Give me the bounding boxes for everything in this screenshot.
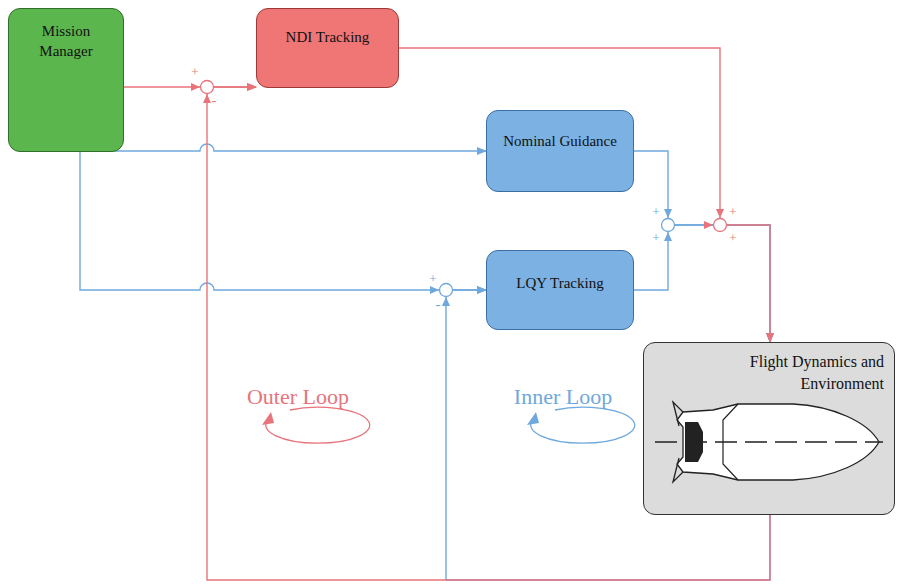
junction-arrowhead xyxy=(430,286,439,294)
guidance-box: Nominal Guidance xyxy=(486,110,634,192)
sign-label: + xyxy=(729,204,736,220)
junction-arrowhead xyxy=(664,209,672,218)
junction-arrowhead xyxy=(442,297,450,306)
junction-arrowhead xyxy=(203,94,211,103)
sign-label: + xyxy=(191,64,198,80)
loop-arc xyxy=(266,407,370,443)
sign-label: - xyxy=(436,296,441,313)
node-label: Mission Manager xyxy=(17,21,115,62)
signal-connector xyxy=(634,151,770,342)
junction-arrowhead xyxy=(704,221,713,229)
loop-arrowhead xyxy=(527,412,539,425)
summing-junction xyxy=(440,284,453,297)
junction-arrowhead xyxy=(716,209,724,218)
loop-label: Outer Loop xyxy=(247,384,349,410)
junction-arrowhead xyxy=(191,83,200,91)
tracking-box: LQY Tracking xyxy=(486,250,634,330)
sign-label: + xyxy=(729,230,736,246)
node-label: LQY Tracking xyxy=(495,273,625,293)
junction-arrowhead xyxy=(664,232,672,241)
signal-connector xyxy=(80,152,486,290)
sign-label: + xyxy=(652,204,659,220)
node-label: Nominal Guidance xyxy=(495,131,625,151)
signal-connector xyxy=(80,144,486,152)
plant-box: Flight Dynamics and Environment xyxy=(643,342,895,515)
signal-connector xyxy=(634,225,770,342)
tracking-box: NDI Tracking xyxy=(256,8,399,88)
loop-label: Inner Loop xyxy=(514,384,612,410)
sign-label: + xyxy=(429,271,436,287)
summing-junction xyxy=(662,219,675,232)
node-label: Flight Dynamics and Environment xyxy=(654,351,884,394)
sign-label: + xyxy=(652,230,659,246)
sign-label: - xyxy=(212,92,217,109)
manager-box: Mission Manager xyxy=(8,8,124,152)
node-label: NDI Tracking xyxy=(265,27,390,47)
loop-arc xyxy=(531,407,635,443)
loop-arrowhead xyxy=(262,412,274,425)
summing-junction xyxy=(714,219,727,232)
signal-connector xyxy=(399,48,770,342)
